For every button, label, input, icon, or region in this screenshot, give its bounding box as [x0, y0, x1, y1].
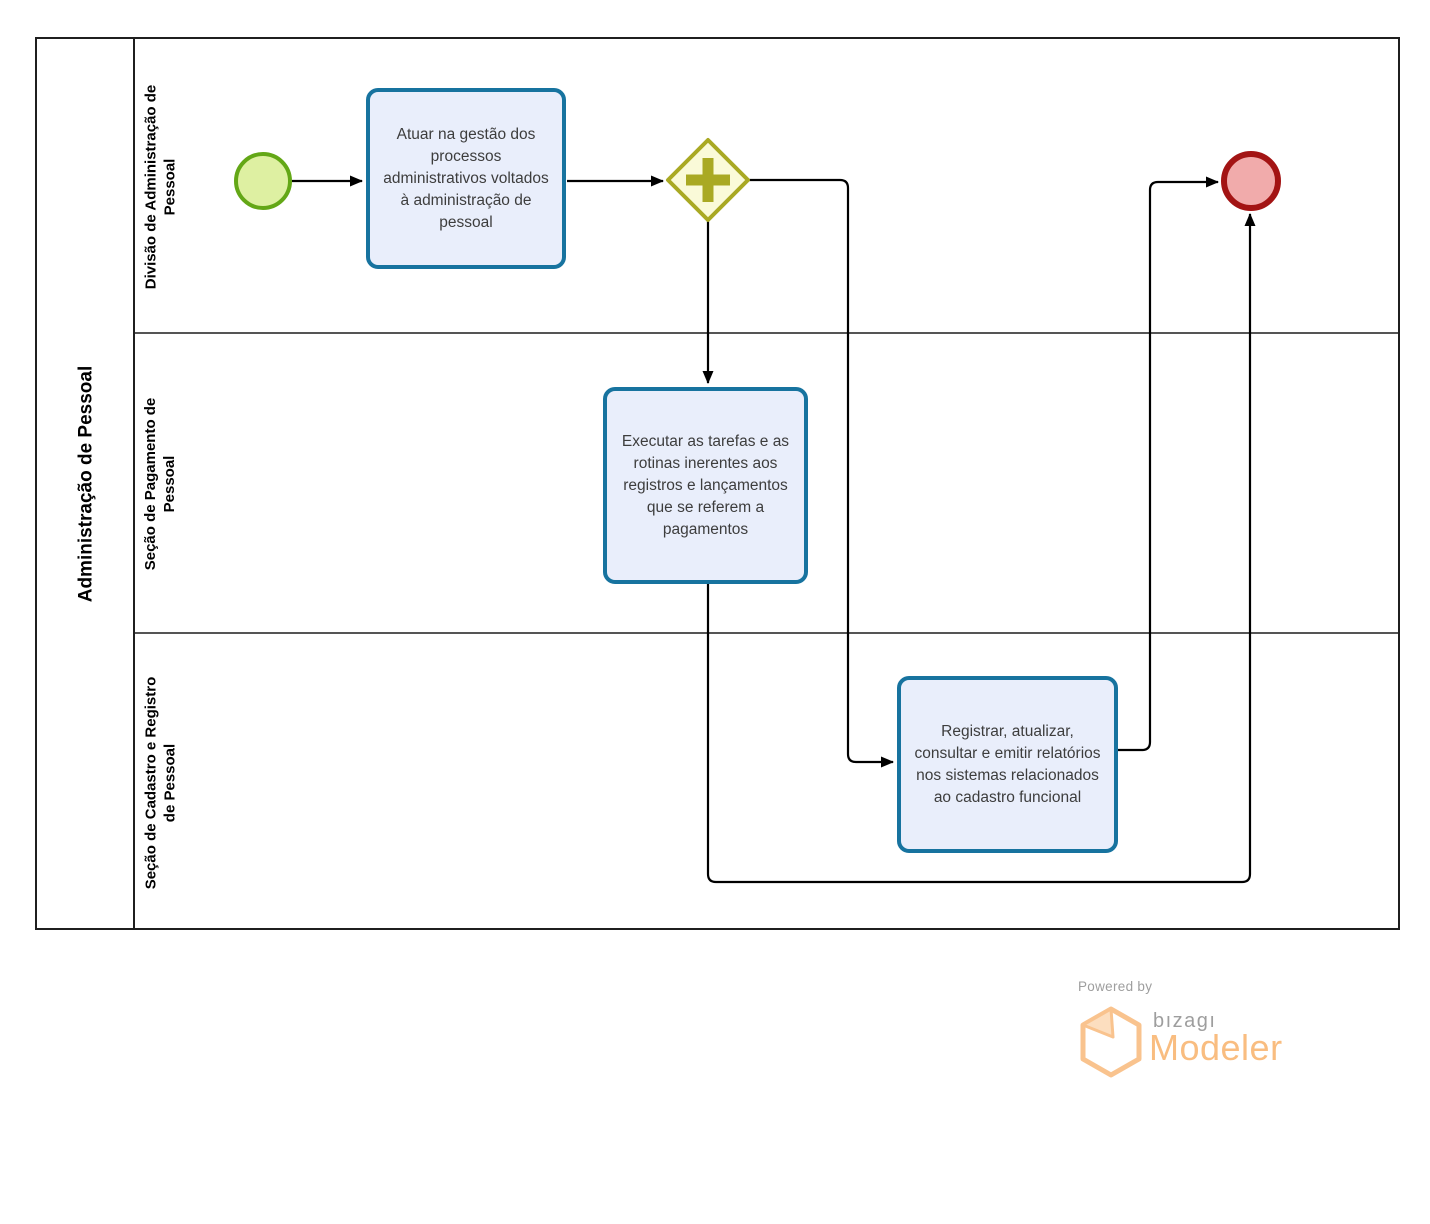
pool-title-strip [37, 39, 135, 928]
task-registrar-atualizar[interactable]: Registrar, atualizar, consultar e emitir… [897, 676, 1118, 853]
parallel-gateway[interactable] [664, 136, 752, 224]
hexagon-fold [1081, 1007, 1115, 1039]
modeler-wordmark: Modeler [1149, 1027, 1283, 1068]
task-executar-label: Executar as tarefas e as rotinas inerent… [621, 432, 790, 538]
task-registrar-label: Registrar, atualizar, consultar e emitir… [914, 722, 1101, 806]
bizagi-hexagon-icon [1078, 1006, 1144, 1083]
plus-icon [686, 158, 730, 202]
lane-divider-1 [135, 332, 1398, 334]
bizagi-wordmark: bızagı [1153, 1010, 1217, 1032]
lane-label-secao-pagamento: Seção de Pagamento de Pessoal [142, 397, 178, 571]
pool-title: Administração de Pessoal [75, 365, 97, 602]
powered-by-text: Powered by [1078, 979, 1153, 994]
task-atuar-na-gestao[interactable]: Atuar na gestão dos processos administra… [366, 88, 566, 269]
task-atuar-label: Atuar na gestão dos processos administra… [383, 125, 549, 231]
task-executar-tarefas[interactable]: Executar as tarefas e as rotinas inerent… [603, 387, 808, 584]
end-event[interactable] [1221, 151, 1281, 211]
lane-label-secao-cadastro-registro: Seção de Cadastro e Registro de Pessoal [142, 676, 178, 890]
lane-divider-2 [135, 632, 1398, 634]
hexagon-icon [1080, 1006, 1142, 1078]
lane-label-divisao-administracao: Divisão de Administração de Pessoal [142, 84, 178, 289]
start-event[interactable] [234, 152, 292, 210]
parallel-gateway-icon [666, 138, 750, 222]
